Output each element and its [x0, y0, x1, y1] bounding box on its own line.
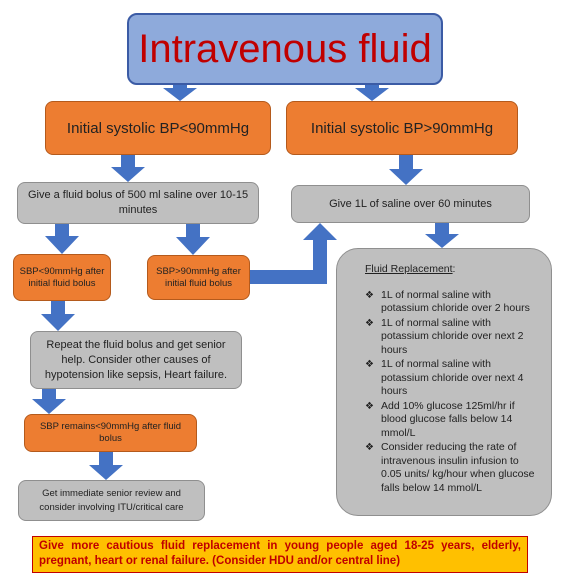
arrow-down-title-left — [163, 85, 197, 101]
arrow-down-remains — [89, 452, 123, 480]
list-item: ❖ Add 10% glucose 125ml/hr if blood gluco… — [365, 400, 535, 441]
arrow-down-title-right — [355, 85, 389, 101]
list-item-text: Add 10% glucose 125ml/hr if blood glucos… — [381, 399, 515, 439]
fluid-bolus-box: Give a fluid bolus of 500 ml saline over… — [17, 182, 259, 224]
arrow-down-bolus-right — [176, 224, 210, 255]
list-item: ❖ 1L of normal saline with potassium chlo… — [365, 358, 535, 399]
diamond-bullet-icon: ❖ — [365, 317, 374, 329]
repeat-bolus-box: Repeat the fluid bolus and get senior he… — [30, 331, 242, 389]
arrow-down-sbp-low — [41, 301, 75, 331]
diamond-bullet-icon: ❖ — [365, 400, 374, 412]
sbp-low-box: SBP<90mmHg after initial fluid bolus — [13, 254, 111, 301]
arrow-down-bp-right — [389, 155, 423, 185]
sbp-high-box: SBP>90mmHg after initial fluid bolus — [147, 255, 250, 300]
list-item: ❖ Consider reducing the rate of intraveno… — [365, 441, 535, 495]
list-item: ❖ 1L of normal saline with potassium chlo… — [365, 317, 535, 358]
fluid-replacement-panel: Fluid Replacement: ❖ 1L of normal saline … — [336, 248, 552, 516]
saline-1l-box: Give 1L of saline over 60 minutes — [291, 185, 530, 223]
fluid-replacement-heading-text: Fluid Replacement — [365, 263, 453, 275]
senior-review-box: Get immediate senior review and consider… — [18, 480, 205, 521]
diamond-bullet-icon: ❖ — [365, 289, 374, 301]
initial-bp-low-box: Initial systolic BP<90mmHg — [45, 101, 271, 155]
fluid-replacement-heading: Fluid Replacement: — [365, 263, 535, 277]
arrow-down-saline — [425, 223, 459, 248]
diamond-bullet-icon: ❖ — [365, 359, 374, 370]
diamond-bullet-icon: ❖ — [365, 442, 374, 453]
list-item-text: 1L of normal saline with potassium chlor… — [381, 316, 524, 356]
caution-note: Give more cautious fluid replacement in … — [32, 536, 528, 573]
list-item-text: 1L of normal saline with potassium chlor… — [381, 288, 530, 315]
arrow-down-repeat — [32, 389, 66, 414]
sbp-remains-low-box: SBP remains<90mmHg after fluid bolus — [24, 414, 197, 452]
list-item-text: Consider reducing the rate of intravenou… — [381, 441, 535, 494]
page-title: Intravenous fluid — [127, 13, 443, 85]
arrow-down-bolus-left — [45, 224, 79, 254]
arrow-elbow-sbp-high — [250, 223, 337, 284]
fluid-replacement-list: ❖ 1L of normal saline with potassium chlo… — [365, 289, 535, 496]
initial-bp-high-box: Initial systolic BP>90mmHg — [286, 101, 518, 155]
list-item: ❖ 1L of normal saline with potassium chlo… — [365, 289, 535, 316]
fluid-replacement-heading-colon: : — [452, 263, 456, 275]
arrow-down-bp-left — [111, 155, 145, 182]
list-item-text: 1L of normal saline with potassium chlor… — [381, 358, 524, 397]
